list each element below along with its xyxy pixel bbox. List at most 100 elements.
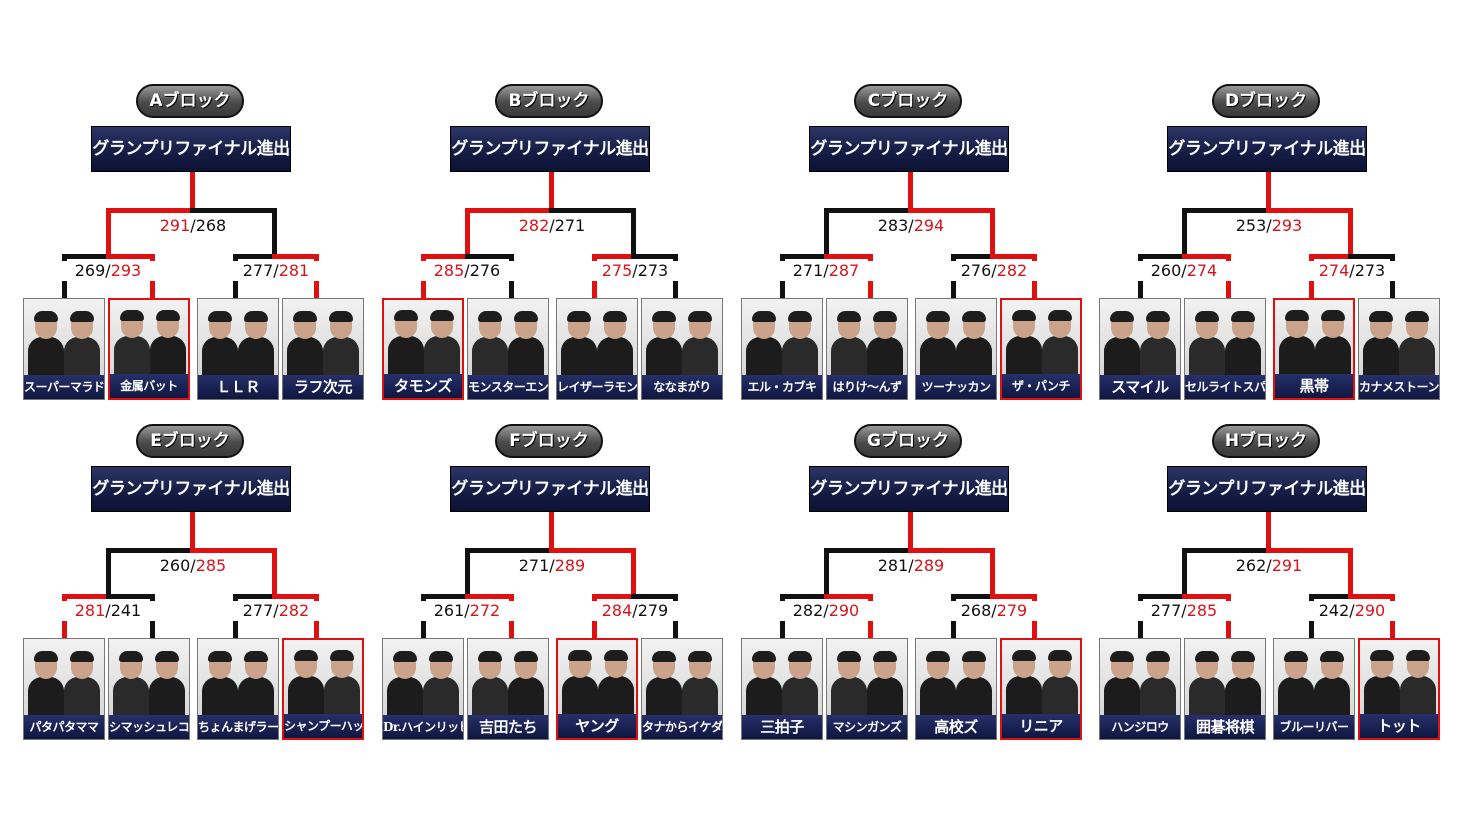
team-card[interactable]: ＬＬＲ <box>197 298 279 400</box>
comedian-body <box>1189 677 1225 715</box>
comedian-body <box>238 677 274 715</box>
comedian-body <box>424 336 460 374</box>
comedian-hair <box>1012 310 1036 321</box>
semifinal-score-right: 275/273 <box>580 261 690 281</box>
bracket-line <box>1138 254 1187 259</box>
team-card[interactable]: エル・カブキ <box>741 298 823 400</box>
team-card[interactable]: ちょんまげラーメン <box>197 638 279 740</box>
team-name: ザ・パンチ <box>1002 374 1080 398</box>
comedian-body <box>1042 676 1078 714</box>
comedian-hair <box>837 311 861 322</box>
bracket-line <box>465 208 470 254</box>
team-card[interactable]: スーパーマラドーナ <box>23 298 105 400</box>
team-card[interactable]: ツーナッカン <box>915 298 997 400</box>
team-name: セルライトスパ <box>1185 375 1265 399</box>
comedian-photo <box>149 651 185 715</box>
comedian-photo <box>831 311 867 375</box>
score-value: 289 <box>554 556 586 575</box>
team-card[interactable]: Dr.ハインリッヒ <box>382 638 464 740</box>
comedian-body <box>64 337 100 375</box>
score-value: 282 <box>278 601 310 620</box>
team-name: ちょんまげラーメン <box>198 715 278 739</box>
team-card[interactable]: トット <box>1358 638 1440 740</box>
team-card[interactable]: スマイル <box>1099 298 1181 400</box>
comedian-hair <box>1285 310 1309 321</box>
team-card[interactable]: ヤング <box>556 638 638 740</box>
score-value: 293 <box>1271 216 1303 235</box>
bracket-line <box>824 548 829 594</box>
comedian-photo <box>424 310 460 374</box>
bracket-line <box>631 208 636 254</box>
bracket-line <box>190 172 195 210</box>
bracket-line <box>549 172 554 210</box>
team-name: ラフ次元 <box>283 375 363 399</box>
score-value: 290 <box>1354 601 1386 620</box>
bracket-line <box>592 254 636 259</box>
score-value: 271 <box>554 216 586 235</box>
team-card[interactable]: はりけ～んず <box>826 298 908 400</box>
team-card[interactable]: モンスターエンジン <box>467 298 549 400</box>
comedian-body <box>682 337 718 375</box>
bracket-line <box>824 254 873 259</box>
comedian-photo <box>387 651 423 715</box>
comedian-body <box>1314 677 1350 715</box>
bracket-line <box>272 594 319 599</box>
comedian-photo <box>598 650 634 714</box>
bracket-line <box>1182 208 1271 213</box>
block-label: Dブロック <box>1212 84 1320 118</box>
comedian-hair <box>567 311 591 322</box>
comedian-photo <box>920 311 956 375</box>
team-card[interactable]: 囲碁将棋 <box>1184 638 1266 740</box>
comedian-body <box>1006 336 1042 374</box>
score-value: 262 <box>1235 556 1267 575</box>
bracket-line <box>908 548 995 553</box>
team-card[interactable]: 吉田たち <box>467 638 549 740</box>
score-value: 242 <box>1318 601 1350 620</box>
team-card[interactable]: カナメストーン <box>1358 298 1440 400</box>
score-value: 253 <box>1235 216 1267 235</box>
team-card[interactable]: レイザーラモン <box>556 298 638 400</box>
team-card[interactable]: リニア <box>1000 638 1082 740</box>
team-card[interactable]: タモンズ <box>382 298 464 400</box>
bracket-line <box>190 548 277 553</box>
team-card[interactable]: シマッシュレコード <box>108 638 190 740</box>
comedian-hair <box>962 651 986 662</box>
comedian-photo <box>867 651 903 715</box>
team-card[interactable]: ハンジロウ <box>1099 638 1181 740</box>
team-card[interactable]: ブルーリバー <box>1273 638 1355 740</box>
comedian-body <box>1006 676 1042 714</box>
team-name: トット <box>1360 714 1438 738</box>
comedian-photo <box>782 311 818 375</box>
team-card[interactable]: 三拍子 <box>741 638 823 740</box>
comedian-hair <box>873 651 897 662</box>
comedian-hair <box>478 651 502 662</box>
team-card[interactable]: シャンプーハット <box>282 638 364 740</box>
team-card[interactable]: マシンガンズ <box>826 638 908 740</box>
team-card[interactable]: ラフ次元 <box>282 298 364 400</box>
team-card[interactable]: 高校ズ <box>915 638 997 740</box>
comedian-photo <box>472 311 508 375</box>
team-card[interactable]: ザ・パンチ <box>1000 298 1082 400</box>
team-card[interactable]: セルライトスパ <box>1184 298 1266 400</box>
comedian-photo <box>388 310 424 374</box>
team-card[interactable]: 黒帯 <box>1273 298 1355 400</box>
team-card[interactable]: パタパタママ <box>23 638 105 740</box>
team-card[interactable]: ななまがり <box>641 298 723 400</box>
comedian-body <box>323 337 359 375</box>
comedian-hair <box>788 651 812 662</box>
block-label: Gブロック <box>854 424 962 458</box>
semifinal-score-right: 274/273 <box>1297 261 1407 281</box>
bracket-line <box>1266 548 1353 553</box>
comedian-photo <box>1225 311 1261 375</box>
comedian-body <box>202 677 238 715</box>
comedian-body <box>472 677 508 715</box>
team-name: カナメストーン <box>1359 375 1439 399</box>
bracket-line <box>1182 208 1187 254</box>
team-card[interactable]: 金属バット <box>108 298 190 400</box>
comedian-hair <box>1321 310 1345 321</box>
comedian-photo <box>1042 650 1078 714</box>
team-card[interactable]: タナからイケダ <box>641 638 723 740</box>
final-score: 282/271 <box>497 216 607 236</box>
